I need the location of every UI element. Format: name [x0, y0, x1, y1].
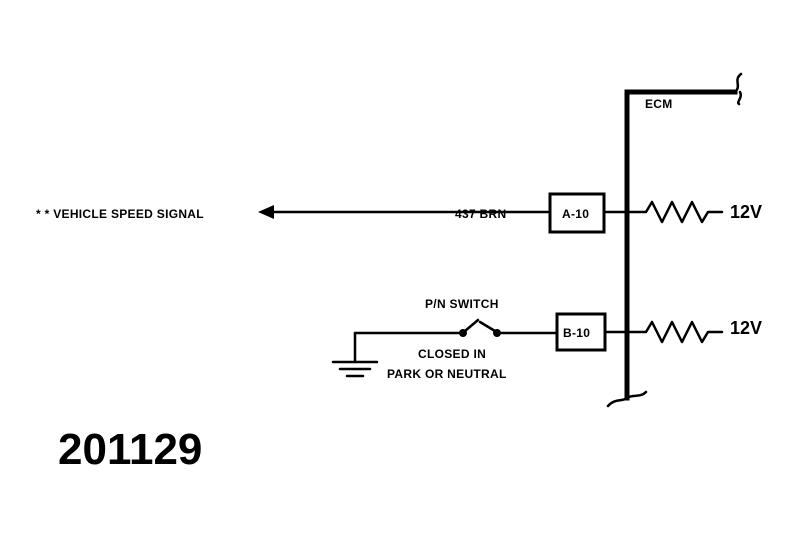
wire-label-437-brn: 437 BRN [455, 207, 506, 221]
pn-switch [353, 318, 558, 337]
pullup-resistor-b [603, 320, 724, 344]
ground-symbol [331, 331, 379, 378]
switch-note-line1: CLOSED IN [418, 347, 486, 361]
voltage-b-label: 12V [730, 318, 762, 338]
vehicle-speed-signal-wire [258, 205, 550, 219]
terminal-a10-label: A-10 [562, 207, 589, 221]
pn-switch-label: P/N SWITCH [425, 297, 499, 311]
vehicle-speed-signal-label: * * VEHICLE SPEED SIGNAL [36, 207, 204, 221]
switch-note-line2: PARK OR NEUTRAL [387, 367, 507, 381]
ecm-label: ECM [645, 97, 673, 111]
ecm-boundary [606, 72, 743, 408]
terminal-b10-label: B-10 [563, 326, 590, 340]
figure-number: 201129 [58, 425, 202, 474]
voltage-a-label: 12V [730, 202, 762, 222]
pullup-resistor-a [602, 200, 724, 224]
terminal-b10-box [555, 312, 607, 352]
switch-contact-right [493, 329, 501, 337]
arrow-left-icon [258, 205, 274, 219]
